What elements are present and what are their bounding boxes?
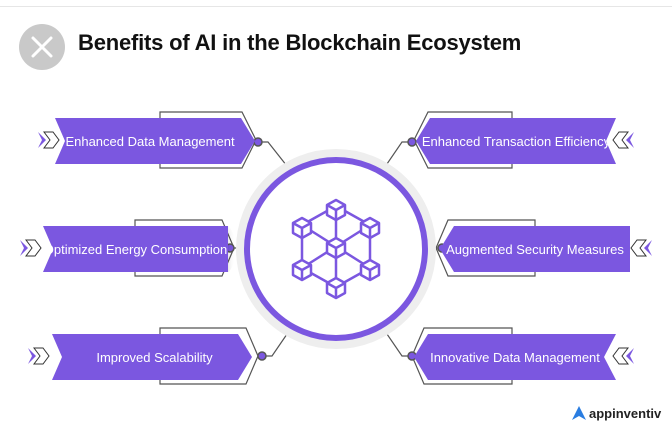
blockchain-cubes-icon [291, 198, 381, 300]
top-divider [0, 6, 672, 7]
close-icon [31, 36, 53, 58]
benefit-label: Optimized Energy Consumption [43, 241, 228, 257]
benefit-label: Innovative Data Management [430, 349, 600, 365]
chevron-icons [20, 131, 652, 365]
benefit-label: Improved Scalability [96, 349, 213, 365]
benefit-right-3: Innovative Data Management [414, 334, 616, 380]
brand-logo-icon [572, 406, 586, 420]
page-title: Benefits of AI in the Blockchain Ecosyst… [78, 30, 522, 55]
brand-name: appinventiv [589, 405, 662, 421]
brand-logo: appinventiv [571, 405, 661, 421]
benefit-right-2: Augmented Security Measures [440, 226, 630, 272]
benefit-label: Enhanced Transaction Efficiency [421, 133, 611, 149]
close-button[interactable] [19, 24, 65, 70]
benefit-left-3: Improved Scalability [52, 334, 252, 380]
benefit-label: Augmented Security Measures [446, 241, 624, 257]
benefit-left-2: Optimized Energy Consumption [43, 226, 228, 272]
benefit-label: Enhanced Data Management [65, 133, 235, 149]
benefit-right-1: Enhanced Transaction Efficiency [416, 118, 616, 164]
benefit-left-1: Enhanced Data Management [55, 118, 255, 164]
